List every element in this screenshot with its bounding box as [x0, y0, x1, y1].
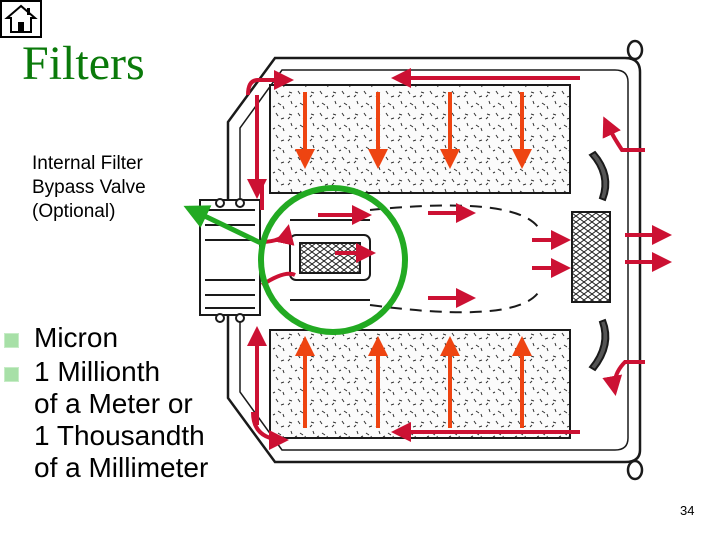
bullet-marker: [4, 333, 19, 348]
bullet-text: of a Meter or: [34, 388, 193, 419]
anti-drainback-valve: [588, 150, 610, 372]
bullet-item: 1 Millionth of a Meter or 1 Thousandth o…: [4, 356, 208, 484]
bullet-list: Micron 1 Millionth of a Meter or 1 Thous…: [4, 322, 208, 486]
bullet-item: Micron: [4, 322, 208, 354]
callout-line: Bypass Valve: [32, 177, 146, 198]
home-button[interactable]: [0, 0, 42, 38]
bullet-text: 1 Millionth: [34, 356, 161, 387]
home-icon: [4, 4, 38, 33]
slide-title: Filters: [22, 37, 145, 90]
bullet-text: of a Millimeter: [34, 452, 209, 483]
outlet-threads: [571, 211, 611, 303]
center-tube: [369, 204, 541, 314]
bypass-valve-label: Internal Filter Bypass Valve (Optional): [32, 152, 146, 224]
bullet-text: Micron: [34, 322, 119, 353]
bullet-text: 1 Thousandth: [34, 420, 205, 451]
bullet-marker: [4, 367, 19, 382]
callout-line: (Optional): [32, 201, 116, 222]
bypass-valve: [289, 219, 371, 301]
filter-housing: [226, 39, 644, 481]
callout-line: Internal Filter: [32, 153, 143, 174]
base-plate: [199, 198, 261, 323]
page-number: 34: [680, 503, 695, 518]
inlet-flow-arrows: [295, 92, 532, 428]
return-flow-arrows: [246, 68, 672, 450]
bypass-highlight: [183, 185, 408, 335]
